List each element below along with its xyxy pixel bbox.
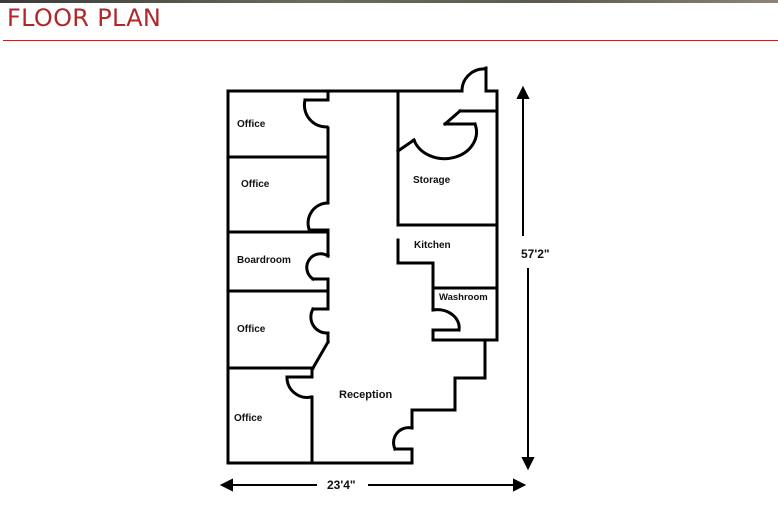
page-title: FLOOR PLAN [7,4,162,32]
room-label-office-4: Office [234,413,263,424]
top-image-strip [0,0,778,3]
arrow-left-icon [219,478,233,492]
title-divider [3,40,778,41]
room-label-office-2: Office [241,179,270,190]
arrow-down-icon [521,457,535,471]
room-label-office-1: Office [237,119,266,130]
height-dimension-label: 57'2" [521,247,550,261]
room-label-washroom: Washroom [439,292,488,303]
room-label-storage: Storage [413,175,451,186]
room-label-kitchen: Kitchen [414,240,451,251]
room-label-reception: Reception [339,389,393,401]
room-label-boardroom: Boardroom [237,255,291,266]
arrow-right-icon [513,478,527,492]
width-dimension-label: 23'4" [327,478,356,492]
room-label-office-3: Office [237,324,266,335]
arrow-up-icon [516,85,530,99]
